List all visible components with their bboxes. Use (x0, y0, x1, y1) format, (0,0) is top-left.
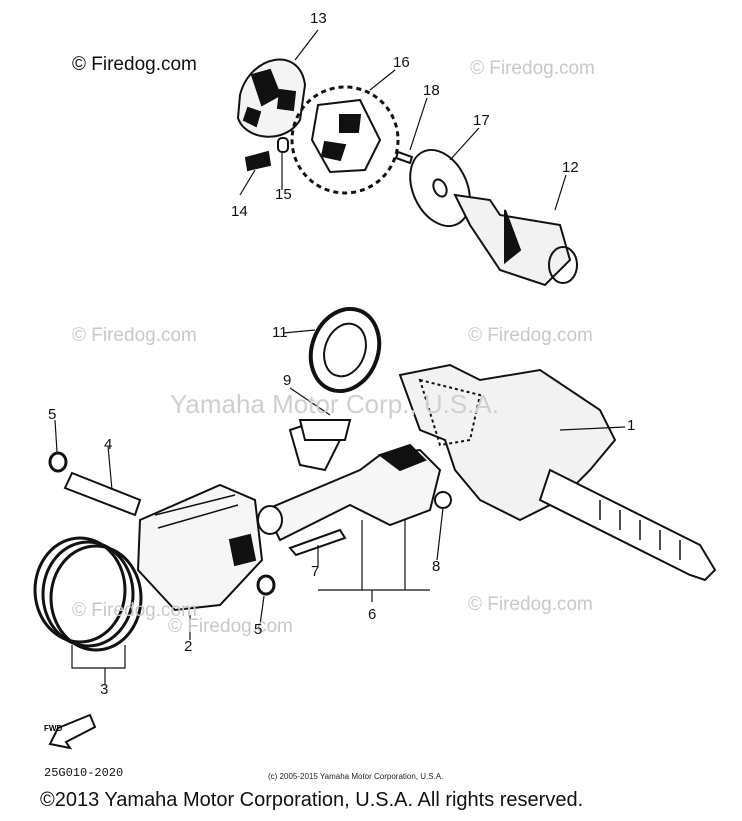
callout-2: 2 (184, 638, 193, 655)
callout-15: 15 (275, 186, 292, 203)
part-8-nut (434, 491, 452, 509)
callout-8: 8 (432, 558, 441, 575)
callout-5-left: 5 (48, 406, 57, 423)
part-16-gear (290, 85, 400, 195)
callout-1: 1 (627, 417, 636, 434)
footer-copyright: ©2013 Yamaha Motor Corporation, U.S.A. A… (40, 789, 584, 811)
callout-3: 3 (100, 681, 109, 698)
part-4-pin (63, 471, 142, 517)
part-17-disc (409, 148, 471, 228)
watermark: © Firedog.com (468, 325, 593, 346)
callout-6: 6 (368, 606, 377, 623)
callout-17: 17 (473, 112, 490, 129)
diagram-code: 25G010-2020 (44, 766, 124, 780)
callout-4: 4 (104, 436, 113, 453)
callout-14: 14 (231, 203, 248, 220)
part-18-pin (394, 150, 414, 165)
callout-7: 7 (311, 563, 320, 580)
watermark: © Firedog.com (468, 594, 593, 615)
watermark: © Firedog.com (168, 616, 293, 637)
part-11-seal (308, 306, 382, 394)
part-5-clip-right (256, 574, 276, 596)
part-5-clip-left (48, 451, 68, 473)
fwd-label: FWD (44, 724, 63, 733)
fwd-arrow (48, 713, 97, 750)
part-12-shaft (453, 193, 578, 287)
callout-11: 11 (272, 324, 288, 341)
callout-12: 12 (562, 159, 579, 176)
part-7-bolt (288, 528, 347, 557)
center-watermark: Yamaha Motor Corp., U.S.A. (170, 389, 499, 419)
callout-13: 13 (310, 10, 327, 27)
callout-5-right: 5 (254, 621, 263, 638)
part-15-pin (277, 137, 289, 153)
part-14-spring (244, 150, 272, 172)
callout-16: 16 (393, 54, 410, 71)
small-copyright: (c) 2005-2015 Yamaha Motor Corporation, … (268, 772, 444, 781)
part-13-hub (236, 58, 307, 138)
part-2-piston (136, 483, 264, 612)
watermark: © Firedog.com (72, 600, 197, 621)
watermark: © Firedog.com (470, 58, 595, 79)
watermark: © Firedog.com (72, 325, 197, 346)
part-3-rings (33, 536, 143, 652)
part-9-bearing (288, 418, 352, 472)
site-copyright: © Firedog.com (72, 54, 197, 75)
callout-18: 18 (423, 82, 440, 99)
callout-9: 9 (283, 372, 292, 389)
part-1-crankshaft (398, 363, 717, 582)
part-6-connecting-rod (257, 443, 442, 542)
